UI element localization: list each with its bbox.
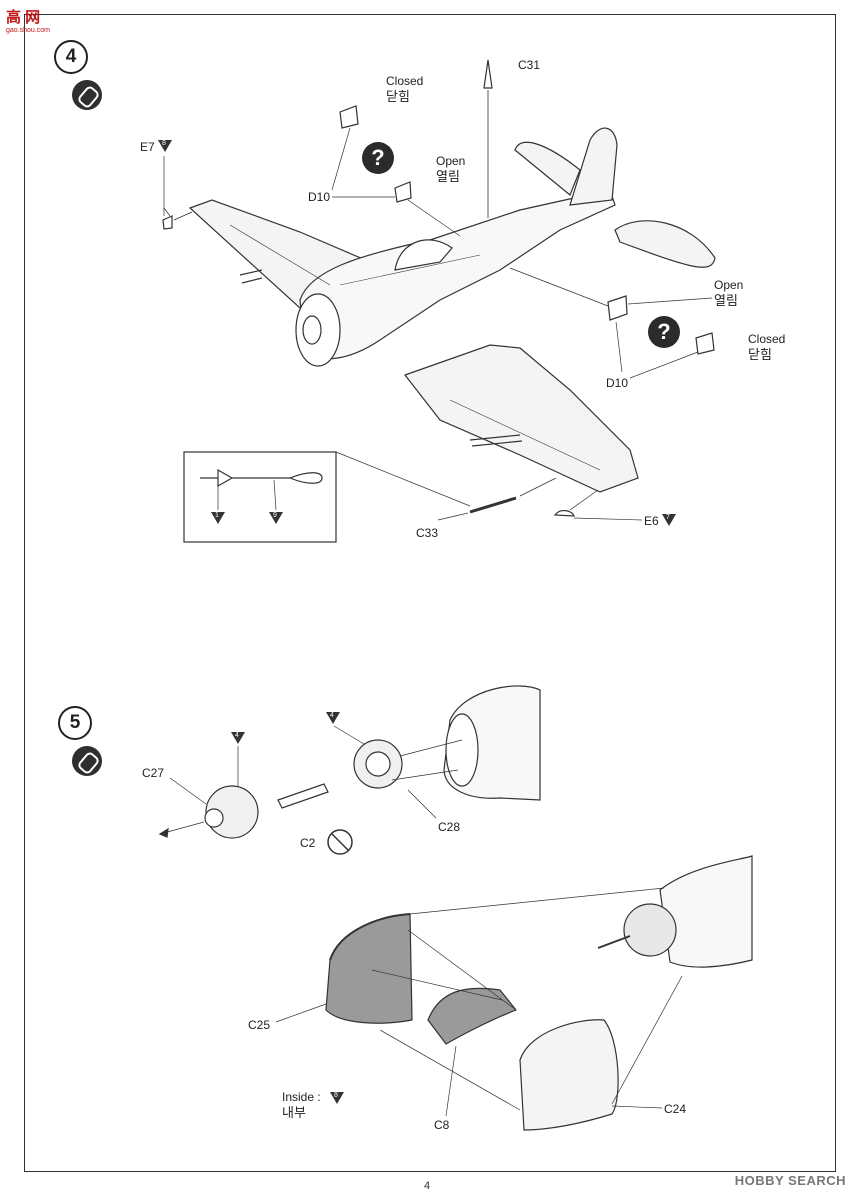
- part-label-c33: C33: [416, 526, 439, 540]
- part-label-c24: C24: [664, 1102, 687, 1116]
- canopy: [394, 239, 453, 271]
- inside-label-kr: 내부: [282, 1105, 306, 1120]
- right-wing: [404, 344, 639, 493]
- door-open-right: [607, 295, 628, 321]
- part-label-c28: C28: [438, 820, 461, 834]
- light-part-e7: [162, 215, 173, 230]
- detail-box: [183, 451, 337, 543]
- open-label-en-right: Open: [714, 278, 744, 292]
- door-closed-top: [339, 105, 359, 129]
- pitot-part-c33: [469, 496, 517, 514]
- part-label-c31: C31: [518, 58, 541, 72]
- open-label-en: Open: [436, 154, 466, 168]
- paint-ref-inside-icon: 8: [330, 1092, 344, 1104]
- door-open-top: [394, 181, 412, 203]
- right-stabilizer: [614, 220, 716, 268]
- paint-ref-7-icon: 7: [662, 514, 676, 526]
- paint-ref-1-icon: 1: [211, 512, 225, 524]
- page-frame: [24, 14, 836, 1172]
- paint-ref-8-icon: 8: [158, 140, 172, 152]
- step-4-number: 4: [54, 40, 88, 74]
- assembled-nose: [659, 855, 753, 968]
- vertical-tail: [569, 127, 618, 206]
- part-label-d10-right: D10: [606, 376, 629, 390]
- part-label-c25: C25: [248, 1018, 271, 1032]
- cowl-insert-c8: [427, 987, 517, 1045]
- option-question-icon-right: ?: [648, 316, 680, 348]
- paint-ref-9-icon: 9: [269, 512, 283, 524]
- part-label-c8: C8: [434, 1118, 450, 1132]
- part-label-c27: C27: [142, 766, 165, 780]
- paint-ref-4b-icon: 4: [326, 712, 340, 724]
- part-label-c2: C2: [300, 836, 316, 850]
- option-question-icon: ?: [362, 142, 394, 174]
- paint-ref-4a-icon: 4: [231, 732, 245, 744]
- open-label-kr-right: 열림: [714, 293, 738, 308]
- part-label-e6: E6: [644, 514, 659, 528]
- closed-label-kr-right: 닫힘: [748, 347, 772, 362]
- open-label-kr: 열림: [436, 169, 460, 184]
- part-label-e7: E7: [140, 140, 155, 154]
- cowl-panel-c25: [325, 913, 413, 1024]
- closed-label-kr: 닫힘: [386, 89, 410, 104]
- glue-icon: [72, 80, 102, 110]
- closed-label-en-right: Closed: [748, 332, 786, 346]
- shaft-part-c2: [277, 783, 329, 809]
- step-5-number: 5: [58, 706, 92, 740]
- light-part-e6: [553, 510, 575, 517]
- part-label-d10-top: D10: [308, 190, 331, 204]
- antenna-part-c31: [483, 59, 493, 89]
- inside-label-en: Inside :: [282, 1090, 321, 1104]
- cowl-panel-c24: [519, 1019, 619, 1131]
- engine-cowling: [295, 293, 341, 367]
- left-stabilizer: [514, 141, 581, 196]
- door-closed-right: [695, 332, 715, 355]
- page-number: 4: [424, 1180, 431, 1192]
- glue-icon-step5: [72, 746, 102, 776]
- watermark: HOBBY SEARCH: [734, 1173, 846, 1188]
- closed-label-en: Closed: [386, 74, 424, 88]
